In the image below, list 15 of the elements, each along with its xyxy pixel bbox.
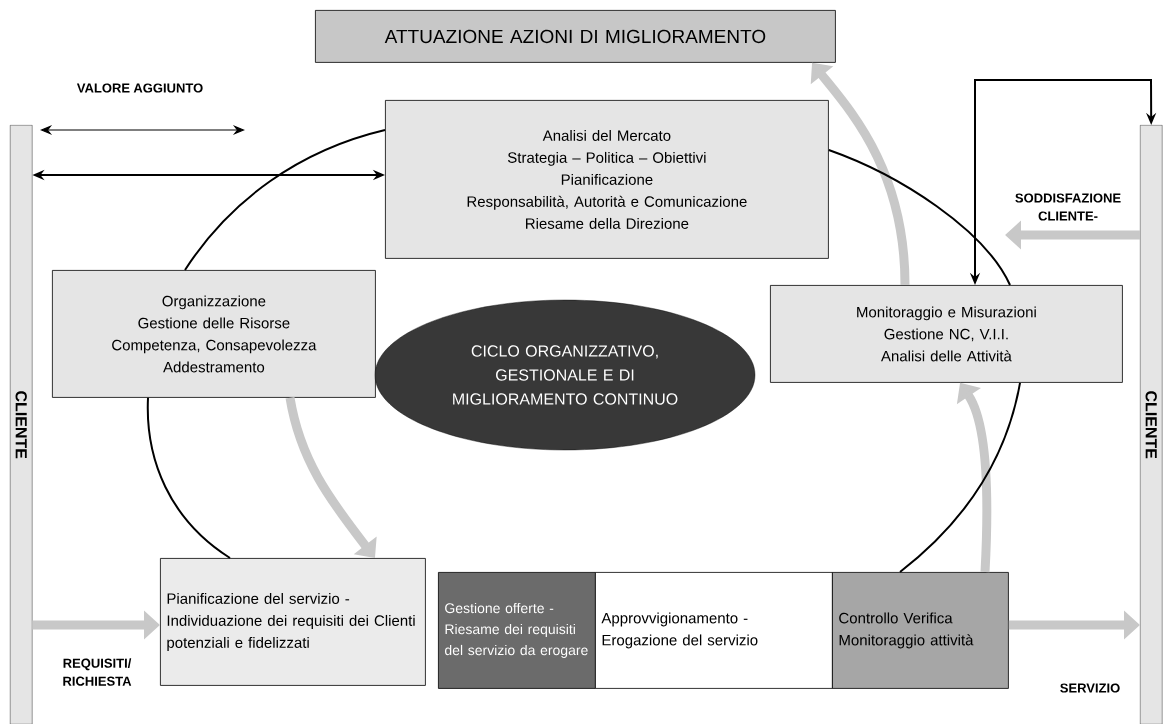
process-box: Analisi del Mercato Strategia – Politica – Obiettivi Pianificazione Responsabilità, Autorità e Comunicazione Riesame della Direzione <box>385 100 829 259</box>
edge-label: REQUISITI/ RICHIESTA <box>63 658 132 686</box>
side-bar: CLIENTE <box>1140 125 1163 724</box>
process-box: Monitoraggio e Misurazioni Gestione NC, V.I.I. Analisi delle Attività <box>770 285 1123 383</box>
process-box: Organizzazione Gestione delle Risorse Competenza, Consapevolezza Addestramento <box>52 270 376 398</box>
process-box: Approvvigionamento - Erogazione del servizio <box>595 572 833 689</box>
process-box: Controllo Verifica Monitoraggio attività <box>832 572 1009 689</box>
text-label: VALORE AGGIUNTO <box>76 83 203 93</box>
arrow <box>285 396 377 558</box>
process-box: Pianificazione del servizio - Individuazione dei requisiti dei Clienti potenziali e fidelizzati <box>160 558 426 686</box>
title-box: ATTUAZIONE AZIONI DI MIGLIORAMENTO <box>315 10 836 63</box>
edge-label: SERVIZIO <box>1060 683 1120 693</box>
side-bar: CLIENTE <box>10 125 33 724</box>
process-box: Gestione offerte - Riesame dei requisiti del servizio da erogare <box>438 572 596 689</box>
edge-label: SODDISFAZIONE CLIENTE- <box>1015 193 1121 221</box>
